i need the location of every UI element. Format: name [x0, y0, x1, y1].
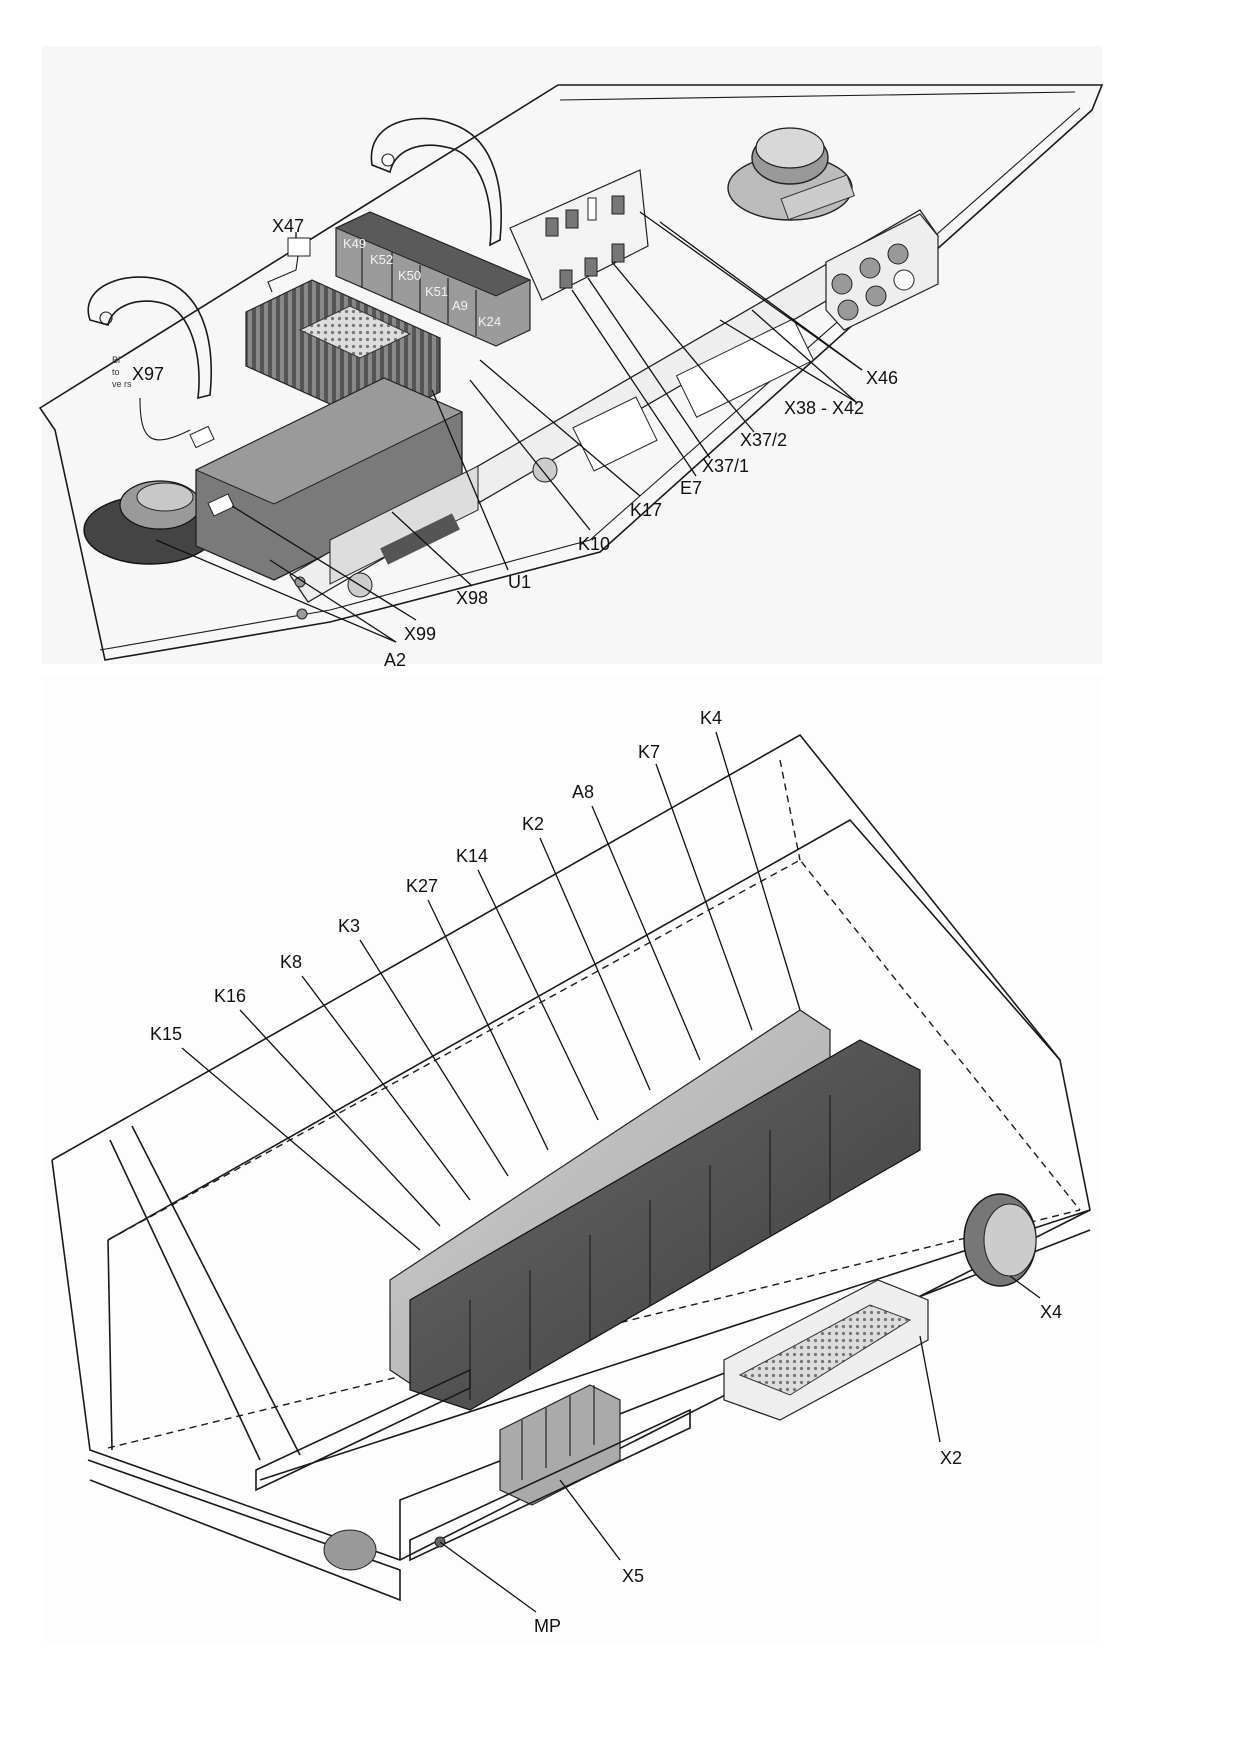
leader-x4 [1009, 1275, 1041, 1299]
housing-diag-left [109, 1139, 261, 1461]
dashed-floor [107, 1209, 1081, 1449]
leader-x46-b [639, 211, 863, 371]
leader-k16 [239, 1009, 441, 1227]
bracket-upper-hole [381, 153, 395, 167]
relay-label-a9: A9 [452, 298, 468, 313]
leader-k27 [427, 899, 549, 1151]
leader-x5 [559, 1479, 621, 1561]
relay-label-k49: K49 [343, 236, 366, 251]
leader-x98 [391, 511, 473, 587]
dashed-vertical [779, 759, 801, 861]
tray-outline [38, 84, 1104, 661]
label-a8: A8 [572, 782, 594, 802]
leader-a2-a [155, 539, 397, 643]
x47-connector [287, 237, 311, 257]
bottom-assembly: K4 K7 A8 K2 K14 K27 K3 K8 K16 K15 X4 X2 … [42, 676, 1102, 1646]
label-k3: K3 [338, 916, 360, 936]
leader-u1 [431, 389, 509, 571]
label-k10: K10 [578, 534, 610, 554]
leader-e7 [571, 289, 697, 477]
label-x47: X47 [272, 216, 304, 236]
x99-plug [207, 493, 235, 517]
cable-gland [323, 1529, 377, 1571]
bracket-lower-hole [99, 311, 113, 325]
label-x37-2: X37/2 [740, 430, 787, 450]
relay-row [389, 1009, 921, 1411]
housing-base-plate [87, 1459, 401, 1602]
leader-k3 [359, 939, 509, 1177]
note-line-1: Bl [112, 355, 120, 365]
tray-top-edge [559, 91, 1076, 101]
x4-round-connector [963, 1193, 1037, 1287]
relay-label-k50: K50 [398, 268, 421, 283]
x2-tray [723, 1279, 929, 1421]
label-x98: X98 [456, 588, 488, 608]
top-panel-background [42, 46, 1102, 664]
leader-k14 [477, 869, 599, 1121]
leader-k4 [715, 731, 801, 1011]
label-mp: MP [534, 1616, 561, 1636]
speaker-right [727, 127, 856, 221]
top-assembly: K49 K52 K50 K51 A9 K24 [38, 46, 1104, 670]
connector-plate-sockets [825, 213, 939, 331]
relay-label-k24: K24 [478, 314, 501, 329]
label-e7: E7 [680, 478, 702, 498]
note-line-3: ve rs [112, 379, 132, 389]
x47-cable [267, 255, 299, 293]
housing-diag-left-2 [131, 1125, 301, 1456]
label-x5: X5 [622, 1566, 644, 1586]
leader-x37-1 [587, 277, 711, 459]
label-k14: K14 [456, 846, 488, 866]
leader-a2-b [269, 559, 397, 643]
label-k8: K8 [280, 952, 302, 972]
label-u1: U1 [508, 572, 531, 592]
relay-label-k52: K52 [370, 252, 393, 267]
speaker-left [83, 480, 217, 565]
leader-k10 [469, 379, 591, 531]
housing-top-ridge [107, 818, 1061, 1241]
label-k4: K4 [700, 708, 722, 728]
label-x99: X99 [404, 624, 436, 644]
switch-board [509, 169, 649, 301]
bracket-lower [87, 276, 212, 400]
leader-a8 [591, 805, 701, 1061]
relay-block: K49 K52 K50 K51 A9 K24 [334, 211, 532, 347]
label-k17: K17 [630, 500, 662, 520]
label-a2: A2 [384, 650, 406, 670]
label-x46: X46 [866, 368, 898, 388]
x97-plug [189, 425, 215, 449]
label-k7: K7 [638, 742, 660, 762]
label-x38-x42: X38 - X42 [784, 398, 864, 418]
note-line-2: to [112, 367, 120, 377]
x97-cable [139, 397, 191, 441]
leader-x37-2 [611, 261, 755, 433]
leader-x38 [751, 309, 857, 403]
housing-left-edge [107, 1239, 113, 1451]
din-rail-left [255, 1368, 471, 1492]
leader-x38-b [719, 319, 857, 403]
label-k2: K2 [522, 814, 544, 834]
leader-x99 [231, 505, 417, 621]
housing-front-edge [259, 1209, 1091, 1481]
leader-k2 [539, 837, 651, 1091]
label-k27: K27 [406, 876, 438, 896]
label-x37-1: X37/1 [702, 456, 749, 476]
label-x4: X4 [1040, 1302, 1062, 1322]
leader-k7 [655, 763, 753, 1031]
label-x97: X97 [132, 364, 164, 384]
label-x2: X2 [940, 1448, 962, 1468]
leader-mp [439, 1541, 537, 1613]
leader-k8 [301, 975, 471, 1201]
relay-label-k51: K51 [425, 284, 448, 299]
label-k16: K16 [214, 986, 246, 1006]
leader-k15 [181, 1047, 421, 1251]
leader-k17 [479, 359, 641, 497]
label-k15: K15 [150, 1024, 182, 1044]
leader-x2 [919, 1335, 941, 1443]
radio-unit [189, 377, 464, 581]
din-rail-right [409, 1408, 691, 1562]
bracket-upper [370, 117, 502, 247]
